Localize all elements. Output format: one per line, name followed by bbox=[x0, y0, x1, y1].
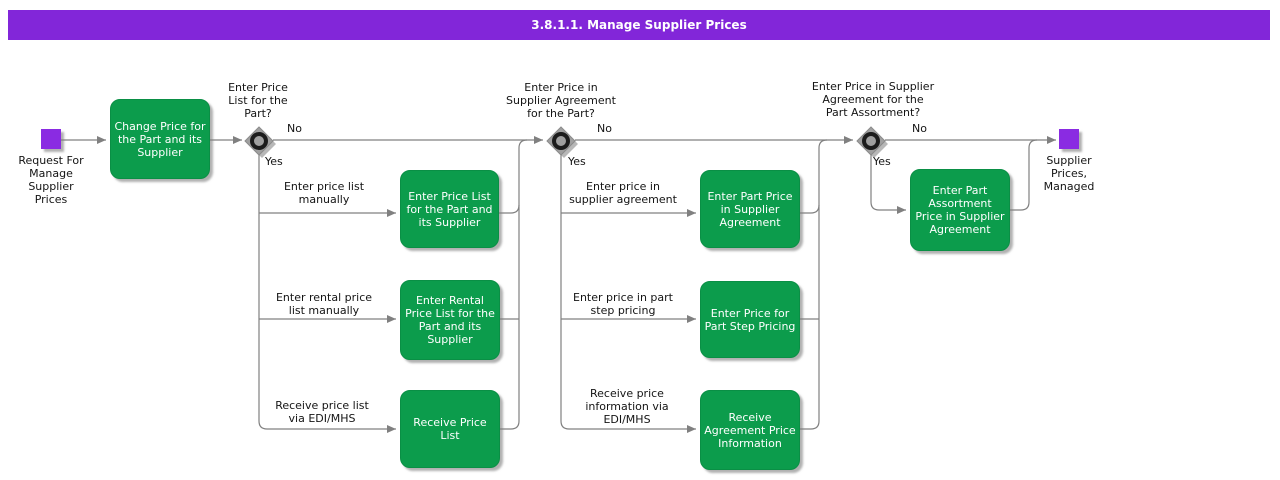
label-branch-supplier-agreement: Enter price in supplier agreement bbox=[569, 180, 677, 206]
decision-question-3: Enter Price in Supplier Agreement for th… bbox=[811, 80, 935, 119]
decision-question-1: Enter Price List for the Part? bbox=[228, 81, 288, 120]
title-bar: 3.8.1.1. Manage Supplier Prices bbox=[8, 10, 1270, 40]
gateway2-ring-icon bbox=[552, 132, 570, 150]
edge-gateway2-yes-trunk bbox=[560, 155, 696, 433]
label-branch-rental-price-list: Enter rental price list manually bbox=[275, 291, 373, 317]
connectors bbox=[61, 136, 1056, 433]
gateway3-ring-icon bbox=[862, 132, 880, 150]
decision-gateway-price-list[interactable] bbox=[244, 126, 276, 158]
activity-enter-price-list[interactable]: Enter Price List for the Part and its Su… bbox=[400, 170, 499, 248]
start-node[interactable] bbox=[41, 129, 61, 149]
label-branch-receive-price-list-edi: Receive price list via EDI/MHS bbox=[275, 399, 369, 425]
decision-gateway-supplier-agreement[interactable] bbox=[546, 126, 578, 158]
start-label: Request For Manage Supplier Prices bbox=[18, 154, 84, 206]
label-yes-3: Yes bbox=[873, 155, 891, 168]
label-yes-2: Yes bbox=[568, 155, 586, 168]
label-branch-price-list-manually: Enter price list manually bbox=[283, 180, 365, 206]
activity-change-price[interactable]: Change Price for the Part and its Suppli… bbox=[110, 99, 210, 179]
merge2-main bbox=[799, 139, 828, 430]
label-yes-1: Yes bbox=[265, 155, 283, 168]
end-node[interactable] bbox=[1059, 129, 1079, 149]
merge1-main bbox=[499, 139, 528, 430]
label-branch-part-step: Enter price in part step pricing bbox=[573, 291, 673, 317]
end-label: Supplier Prices, Managed bbox=[1043, 154, 1095, 193]
edge-gateway3-yes bbox=[870, 155, 906, 214]
label-no-1: No bbox=[287, 122, 302, 135]
activity-enter-part-assortment-price[interactable]: Enter Part Assortment Price in Supplier … bbox=[910, 169, 1010, 251]
page-title: 3.8.1.1. Manage Supplier Prices bbox=[531, 18, 747, 32]
merge1-top-stub bbox=[499, 204, 520, 214]
activity-receive-price-list[interactable]: Receive Price List bbox=[400, 390, 500, 468]
label-branch-receive-price-info-edi: Receive price information via EDI/MHS bbox=[585, 387, 669, 426]
label-no-3: No bbox=[912, 122, 927, 135]
merge2-top-stub bbox=[799, 204, 820, 214]
decision-gateway-part-assortment[interactable] bbox=[856, 126, 888, 158]
activity-receive-agreement-price[interactable]: Receive Agreement Price Information bbox=[700, 390, 800, 470]
label-no-2: No bbox=[597, 122, 612, 135]
activity-enter-part-price[interactable]: Enter Part Price in Supplier Agreement bbox=[700, 170, 800, 248]
edge-gateway1-yes-trunk bbox=[258, 155, 396, 433]
decision-question-2: Enter Price in Supplier Agreement for th… bbox=[506, 81, 616, 120]
gateway1-ring-icon bbox=[250, 132, 268, 150]
activity-enter-price-part-step[interactable]: Enter Price for Part Step Pricing bbox=[700, 281, 800, 358]
activity-enter-rental-price-list[interactable]: Enter Rental Price List for the Part and… bbox=[400, 280, 500, 360]
edge-assortment-out bbox=[1009, 139, 1038, 211]
